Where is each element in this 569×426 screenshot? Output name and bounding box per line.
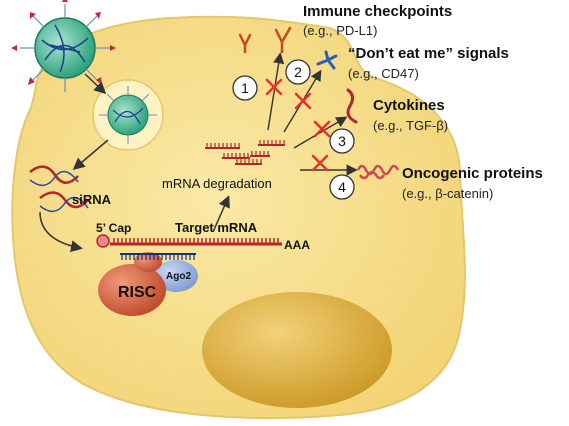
block-x-4 [311, 154, 329, 172]
block-x-2 [294, 92, 312, 110]
pdl1-receptor-icon [238, 26, 292, 54]
cytokine-icon [346, 88, 358, 124]
cytokines-title: Cytokines [373, 97, 445, 114]
nanoparticle-outside [11, 0, 116, 92]
risc-protein [98, 264, 166, 316]
ago2-label: Ago2 [166, 271, 191, 282]
risc-complex [98, 252, 198, 316]
step-markers: 1 2 3 4 [232, 59, 355, 200]
oncogenic-example: (e.g., β-catenin) [402, 186, 493, 201]
arrow-np-to-endosome [84, 73, 107, 95]
risc-label: RISC [118, 284, 157, 301]
step-1-label: 1 [241, 80, 249, 96]
target-mrna-label: Target mRNA [175, 220, 258, 235]
block-markers [265, 78, 331, 172]
immune-title: Immune checkpoints [303, 3, 452, 20]
arrow-to-degradation [212, 195, 230, 233]
cytokines-example: (e.g., TGF-β) [373, 118, 448, 133]
oncogenic-title: Oncogenic proteins [402, 165, 543, 182]
block-x-1 [265, 78, 283, 96]
arrow-to-immune [267, 52, 285, 131]
immune-example: (e.g., PD-L1) [303, 23, 377, 38]
arrow-endosome-to-sirna [72, 139, 109, 170]
arrow-sirna-to-mrna [39, 211, 83, 253]
step-3-label: 3 [338, 133, 346, 149]
dont-eat-example: (e.g., CD47) [348, 66, 419, 81]
target-mrna [96, 234, 282, 248]
oncogenic-protein-icon [356, 164, 400, 180]
sirna-duplexes [29, 165, 89, 212]
cap-label: 5’ Cap [96, 221, 131, 235]
cd47-receptor-icon [316, 50, 338, 70]
poly-a-label: AAA [284, 238, 310, 252]
step-4-label: 4 [338, 179, 346, 195]
step-2-label: 2 [294, 64, 302, 80]
endosome [92, 79, 164, 151]
mrna-fragments [205, 140, 285, 165]
mrna-degradation-label: mRNA degradation [162, 176, 272, 191]
sirna-label: siRNA [72, 192, 112, 207]
dont-eat-title: “Don’t eat me” signals [348, 45, 509, 62]
block-x-3 [313, 120, 331, 138]
cap-5prime [96, 234, 110, 248]
nucleus [202, 292, 392, 408]
